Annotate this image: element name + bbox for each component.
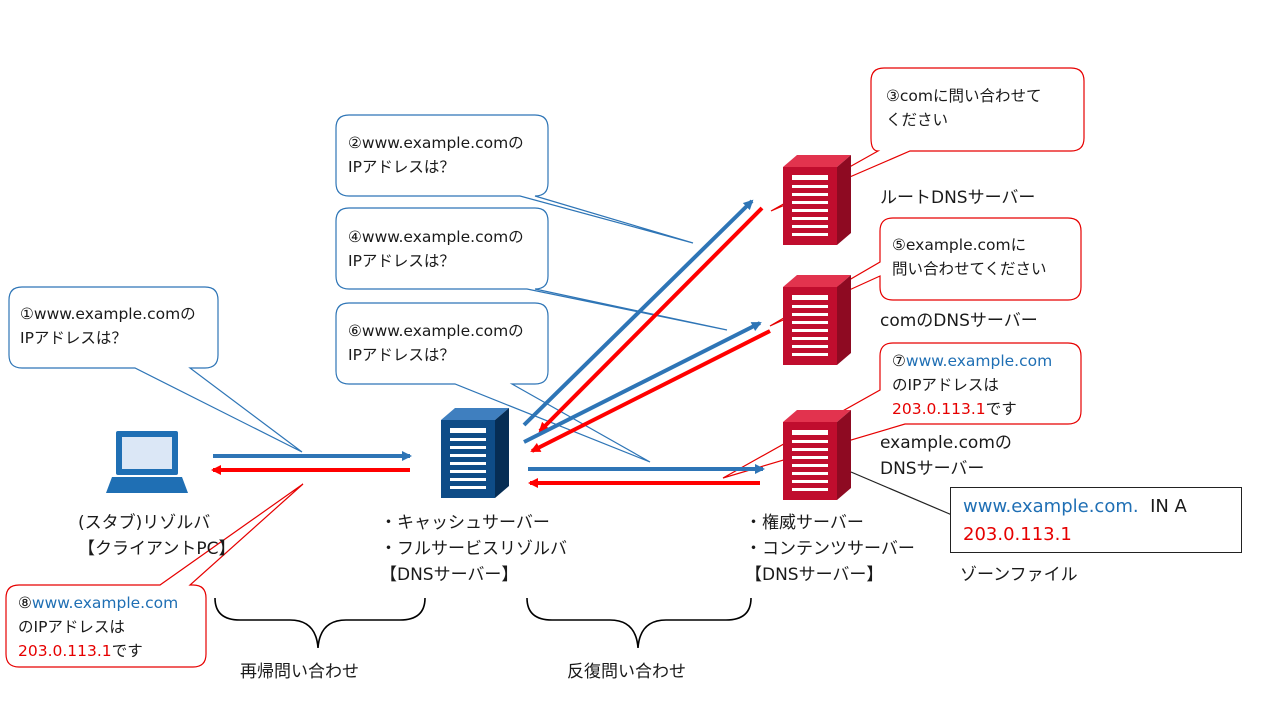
com-server-label: comのDNSサーバー: [880, 311, 1038, 331]
cache-label-line1: ・キャッシュサーバー: [380, 513, 550, 533]
auth-label-line1: ・権威サーバー: [745, 513, 864, 533]
callout-a8-number: ⑧: [18, 594, 32, 612]
example-server-label: example.comの DNSサーバー: [880, 430, 1012, 482]
callout-a8-text: ⑧www.example.com のIPアドレスは 203.0.113.1です: [18, 591, 178, 663]
callout-a5: [769, 217, 1082, 327]
auth-label-line3: 【DNSサーバー】: [745, 565, 884, 585]
cache-label-line2: ・フルサービスリゾルバ: [380, 539, 567, 559]
zone-record-ip: 203.0.113.1: [963, 524, 1072, 545]
client-label-line2: 【クライアントPC】: [78, 539, 236, 559]
root-server-label: ルートDNSサーバー: [880, 188, 1036, 208]
callout-a5-line1: ⑤example.comに: [892, 236, 1027, 254]
callout-q2: [335, 114, 694, 244]
callout-a7-line2: のIPアドレスは: [892, 376, 999, 394]
callout-q2-line1: ②www.example.comの: [348, 134, 524, 152]
arrow-q2: [522, 199, 754, 427]
callout-q1-line2: IPアドレスは？: [20, 329, 127, 347]
arrow-a5: [530, 329, 771, 453]
callout-q4-text: ④www.example.comの IPアドレスは？: [348, 225, 524, 273]
zone-file-caption: ゾーンファイル: [960, 565, 1078, 585]
zone-file-connector: [850, 471, 953, 516]
callout-q6: [335, 302, 651, 463]
cache-server-label: ・キャッシュサーバー ・フルサービスリゾルバ 【DNSサーバー】: [380, 510, 567, 588]
arrow-a3: [538, 206, 764, 433]
recursive-query-label: 再帰問い合わせ: [240, 662, 359, 682]
auth-label-line2: ・コンテンツサーバー: [745, 539, 915, 559]
callout-q6-line2: IPアドレスは？: [348, 346, 455, 364]
callout-a8-line2: のIPアドレスは: [18, 618, 125, 636]
arrow-q4: [523, 321, 762, 444]
callout-a7-text: ⑦www.example.com のIPアドレスは 203.0.113.1です: [892, 349, 1052, 421]
laptop-icon: [106, 431, 188, 493]
root-server-icon: [783, 155, 851, 245]
callout-q4: [335, 207, 728, 331]
auth-server-label: ・権威サーバー ・コンテンツサーバー 【DNSサーバー】: [745, 510, 915, 588]
com-server-icon: [783, 275, 851, 365]
callout-q4-line1: ④www.example.comの: [348, 228, 524, 246]
callout-q4-line2: IPアドレスは？: [348, 252, 455, 270]
client-label: (スタブ)リゾルバ 【クライアントPC】: [78, 510, 235, 562]
callout-a5-text: ⑤example.comに 問い合わせてください: [892, 233, 1047, 281]
cache-server-icon: [441, 408, 509, 498]
callout-a7-number: ⑦: [892, 352, 906, 370]
callout-a8-suffix: です: [111, 642, 143, 660]
example-server-icon: [783, 410, 851, 500]
callout-q1-line1: ①www.example.comの: [20, 305, 196, 323]
cache-label-line3: 【DNSサーバー】: [380, 565, 519, 585]
callout-q2-line2: IPアドレスは？: [348, 158, 455, 176]
callout-a8-domain: www.example.com: [31, 594, 179, 612]
callout-q6-line1: ⑥www.example.comの: [348, 322, 524, 340]
brace-iterative: [526, 597, 752, 649]
brace-recursive: [214, 597, 426, 649]
callout-a8-ip: 203.0.113.1: [18, 642, 112, 660]
callout-q1: [8, 286, 303, 453]
callout-q1-text: ①www.example.comの IPアドレスは？: [20, 302, 196, 350]
example-label-line1: example.comの: [880, 433, 1012, 453]
callout-a3-line2: ください: [886, 111, 949, 129]
zone-file-box: www.example.com. IN A 203.0.113.1: [950, 487, 1242, 553]
callout-q2-text: ②www.example.comの IPアドレスは？: [348, 131, 524, 179]
callout-a5-line2: 問い合わせてください: [892, 260, 1047, 278]
callout-a3-line1: ③comに問い合わせて: [886, 87, 1042, 105]
client-label-line1: (スタブ)リゾルバ: [78, 513, 211, 533]
callout-a3-text: ③comに問い合わせて ください: [886, 84, 1042, 132]
callout-a8: [5, 483, 304, 668]
iterative-query-label: 反復問い合わせ: [567, 662, 686, 682]
example-label-line2: DNSサーバー: [880, 459, 985, 479]
callout-a7-ip: 203.0.113.1: [892, 400, 986, 418]
callout-q6-text: ⑥www.example.comの IPアドレスは？: [348, 319, 524, 367]
callout-a7-domain: www.example.com: [905, 352, 1053, 370]
zone-record-type: IN A: [1150, 496, 1187, 517]
zone-record-name: www.example.com.: [963, 496, 1139, 517]
callout-a7-suffix: です: [985, 400, 1017, 418]
